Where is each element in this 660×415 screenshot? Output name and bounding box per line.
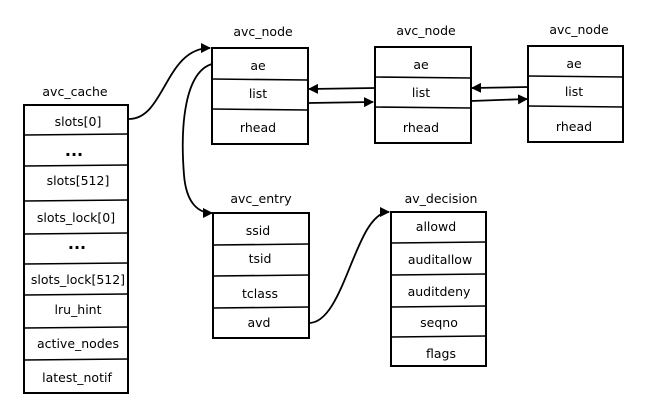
- avc-cache-field-active-nodes: active_nodes: [37, 336, 119, 351]
- avc-entry-field-tsid: tsid: [249, 251, 272, 266]
- avc-cache-field-slots-0: slots[0]: [55, 114, 102, 129]
- avc-node-1-field-rhead: rhead: [240, 120, 276, 135]
- avc-node-1-field-ae: ae: [250, 58, 266, 73]
- avc-cache-field-ellipsis-2: ...: [68, 234, 86, 253]
- avc-entry-field-avd: avd: [248, 315, 271, 330]
- avd-to-av-decision-arrow: [308, 207, 390, 324]
- avc-node-3-struct: avc_node ae list rhead: [527, 22, 624, 143]
- av-decision-title: av_decision: [405, 191, 478, 206]
- avc-cache-field-slots-512: slots[512]: [47, 173, 110, 188]
- avc-node-1-field-list: list: [249, 86, 267, 101]
- av-decision-field-seqno: seqno: [420, 315, 458, 330]
- avc-node-3-field-list: list: [565, 84, 583, 99]
- avc-node-2-title: avc_node: [396, 23, 456, 38]
- list-2-to-list-1-arrow: [308, 83, 376, 94]
- avc-node-2-field-ae: ae: [413, 57, 429, 72]
- avc-entry-field-ssid: ssid: [246, 223, 270, 238]
- avc-node-1-title: avc_node: [233, 24, 293, 39]
- av-decision-struct: av_decision allowd auditallow auditdeny …: [390, 191, 487, 367]
- avc-node-1-struct: avc_node ae list rhead: [211, 24, 309, 145]
- avc-entry-field-tclass: tclass: [242, 286, 278, 301]
- avc-node-to-avc-entry-arrow: [181, 63, 213, 218]
- avc-entry-title: avc_entry: [230, 191, 292, 206]
- avc-node-2-field-list: list: [412, 85, 430, 100]
- slots0-to-avc-node-arrow: [128, 43, 211, 120]
- avc-entry-struct: avc_entry ssid tsid tclass avd: [212, 191, 310, 339]
- avc-cache-field-latest-notif: latest_notif: [42, 370, 112, 385]
- list-2-to-list-3-arrow: [470, 94, 528, 105]
- avc-cache-struct: avc_cache slots[0] ... slots[512] slots_…: [23, 84, 129, 394]
- avc-node-3-field-rhead: rhead: [556, 119, 592, 134]
- av-decision-field-flags: flags: [426, 346, 456, 361]
- avc-cache-field-slots-lock-512: slots_lock[512]: [31, 272, 125, 287]
- avc-cache-title: avc_cache: [42, 84, 108, 99]
- avc-node-2-field-rhead: rhead: [403, 120, 439, 135]
- avc-cache-field-lru-hint: lru_hint: [54, 302, 101, 317]
- av-decision-field-allowd: allowd: [416, 219, 456, 234]
- avc-node-3-title: avc_node: [549, 22, 609, 37]
- avc-cache-field-slots-lock-0: slots_lock[0]: [37, 210, 115, 225]
- avc-cache-field-ellipsis-1: ...: [65, 141, 83, 160]
- avc-node-2-struct: avc_node ae list rhead: [374, 23, 472, 144]
- av-decision-field-auditdeny: auditdeny: [408, 284, 471, 299]
- list-3-to-list-2-arrow: [471, 82, 529, 93]
- av-decision-field-auditallow: auditallow: [408, 252, 472, 267]
- avc-node-3-field-ae: ae: [566, 56, 582, 71]
- list-1-to-list-2-arrow: [307, 97, 374, 108]
